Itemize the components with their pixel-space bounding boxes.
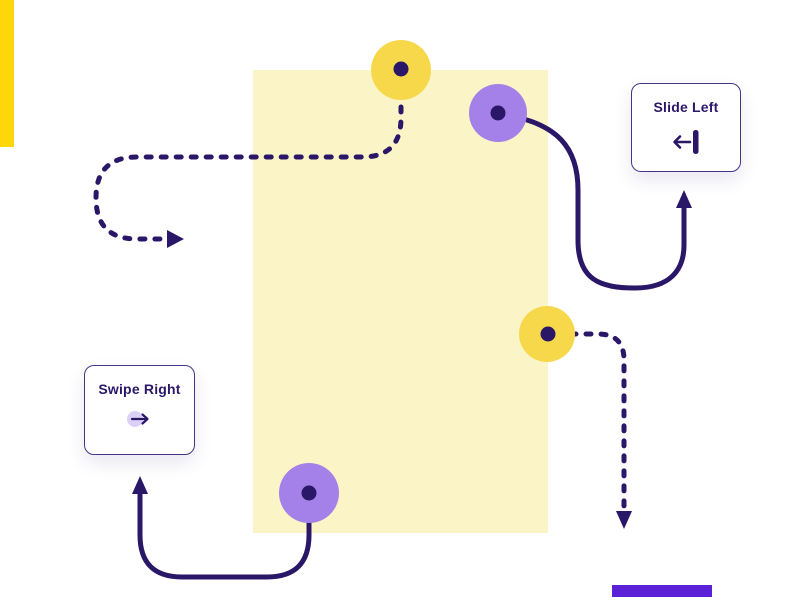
yellow-accent-bar xyxy=(0,0,14,147)
swipe-right-label: Swipe Right xyxy=(98,381,181,397)
arrowhead-up-icon xyxy=(132,476,148,494)
arrowhead-right-icon xyxy=(167,230,184,248)
arrowhead-down-icon xyxy=(616,511,632,529)
purple-accent-bar xyxy=(612,585,712,597)
touch-point-top xyxy=(371,40,431,100)
touch-point-upper-right xyxy=(469,84,527,142)
arrow-left-to-bar-icon xyxy=(669,127,703,157)
dashed-gesture-path-top xyxy=(93,74,404,242)
slide-left-card[interactable]: Slide Left xyxy=(631,83,741,172)
slide-left-label: Slide Left xyxy=(653,99,719,115)
solid-gesture-path-swipe-right xyxy=(137,489,312,580)
arrowhead-up-icon xyxy=(676,190,692,208)
touch-point-right xyxy=(519,306,575,362)
highlight-rectangle xyxy=(253,70,548,533)
arrow-right-icon xyxy=(125,409,155,429)
dashed-gesture-path-right xyxy=(553,331,627,515)
swipe-right-card[interactable]: Swipe Right xyxy=(84,365,195,455)
touch-point-bottom xyxy=(279,463,339,523)
solid-gesture-path-slide-left xyxy=(496,111,687,291)
